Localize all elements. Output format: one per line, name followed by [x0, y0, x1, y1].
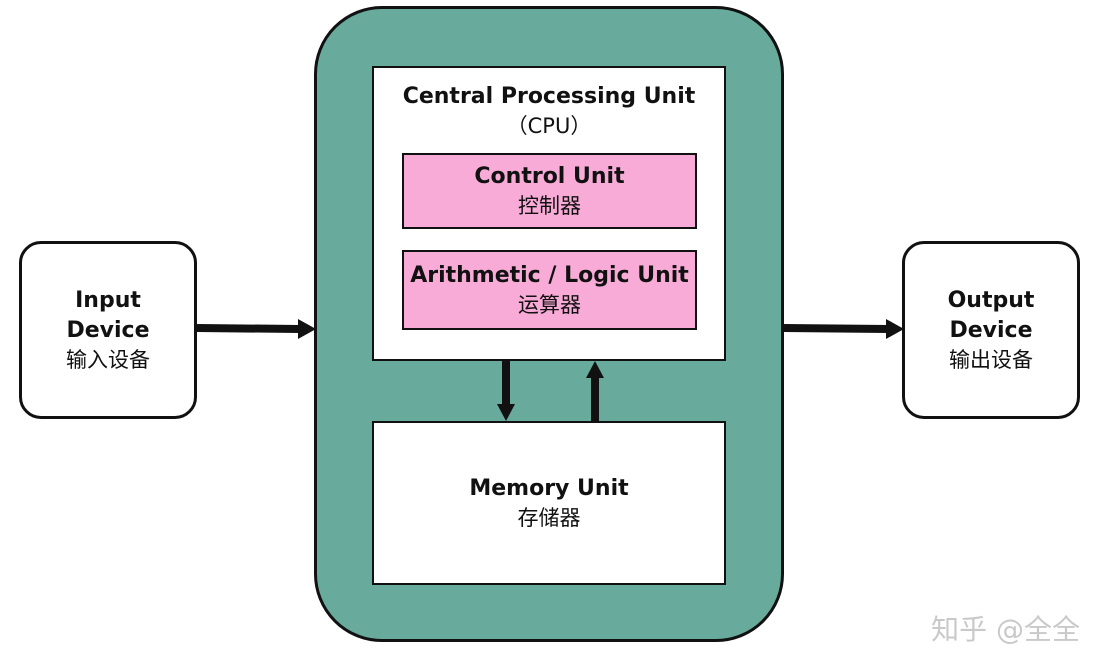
input-device-label-line2: Device: [66, 317, 150, 343]
cpu-abbr: （CPU）: [506, 114, 592, 138]
cpu-title: Central Processing Unit: [402, 84, 696, 109]
alu-box: Arithmetic / Logic Unit 运算器: [402, 250, 697, 330]
cpu-title-block: Central Processing Unit （CPU）: [372, 82, 726, 140]
memory-unit-box: Memory Unit 存储器: [372, 421, 726, 585]
system-to-output-arrow: [783, 319, 904, 339]
control-unit-box: Control Unit 控制器: [402, 153, 697, 229]
output-device-box: Output Device 输出设备: [902, 241, 1080, 419]
input-to-system-arrow: [196, 319, 316, 339]
alu-label: Arithmetic / Logic Unit: [410, 262, 689, 288]
input-device-label-line1: Input: [75, 287, 141, 313]
input-device-box: Input Device 输入设备: [19, 241, 197, 419]
output-device-label-line2: Device: [949, 317, 1033, 343]
memory-unit-label-cn: 存储器: [517, 505, 581, 530]
memory-unit-label: Memory Unit: [469, 475, 629, 501]
control-unit-label-cn: 控制器: [518, 193, 581, 218]
output-device-label-line1: Output: [947, 287, 1035, 313]
input-device-label-cn: 输入设备: [66, 347, 150, 372]
control-unit-label: Control Unit: [474, 163, 625, 189]
output-device-label-cn: 输出设备: [949, 347, 1033, 372]
watermark: 知乎 @全全: [931, 613, 1080, 646]
alu-label-cn: 运算器: [518, 292, 581, 317]
